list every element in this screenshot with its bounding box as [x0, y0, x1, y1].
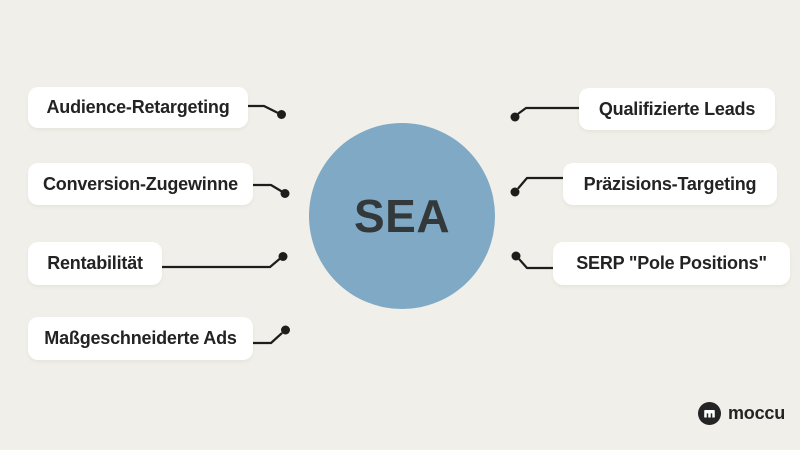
connector-dot: [280, 189, 290, 198]
connector-qualifizierte-leads: [510, 106, 598, 122]
label-card-audience-retargeting: Audience-Retargeting: [28, 87, 248, 128]
label-text: Maßgeschneiderte Ads: [44, 328, 237, 348]
label-text: Qualifizierte Leads: [598, 98, 756, 119]
label-text: Audience-Retargeting: [46, 97, 230, 117]
connector-dot: [510, 112, 520, 122]
label-text: Conversion-Zugewinne: [42, 173, 238, 194]
label-card-qualifizierte-leads: Qualifizierte Leads: [579, 88, 775, 130]
label-text: Rentabilität: [47, 253, 143, 273]
label-card-praezisions-targeting: Präzisions-Targeting: [563, 163, 777, 205]
moccu-logo: moccu: [698, 402, 785, 425]
connector-dot: [277, 110, 286, 119]
connector-dot: [511, 251, 521, 261]
label-text: Präzisions-Targeting: [583, 173, 757, 194]
center-node-label: SEA: [353, 190, 451, 242]
connector-dot: [510, 187, 520, 197]
connector-dot: [278, 252, 288, 261]
label-card-conversion-zugewinne: Conversion-Zugewinne: [28, 163, 253, 205]
label-card-rentabilitaet: Rentabilität: [28, 242, 162, 285]
moccu-logo-text: moccu: [728, 403, 786, 423]
label-card-massgeschneiderte-ads: Maßgeschneiderte Ads: [28, 317, 253, 360]
moccu-m-icon: [698, 402, 721, 425]
label-text: SERP "Pole Positions": [576, 253, 767, 273]
connector-rentabilitaet: [148, 252, 288, 269]
center-node-sea: SEA: [309, 123, 495, 309]
label-card-serp-pole-positions: SERP "Pole Positions": [553, 242, 790, 285]
connector-dot: [281, 325, 290, 335]
